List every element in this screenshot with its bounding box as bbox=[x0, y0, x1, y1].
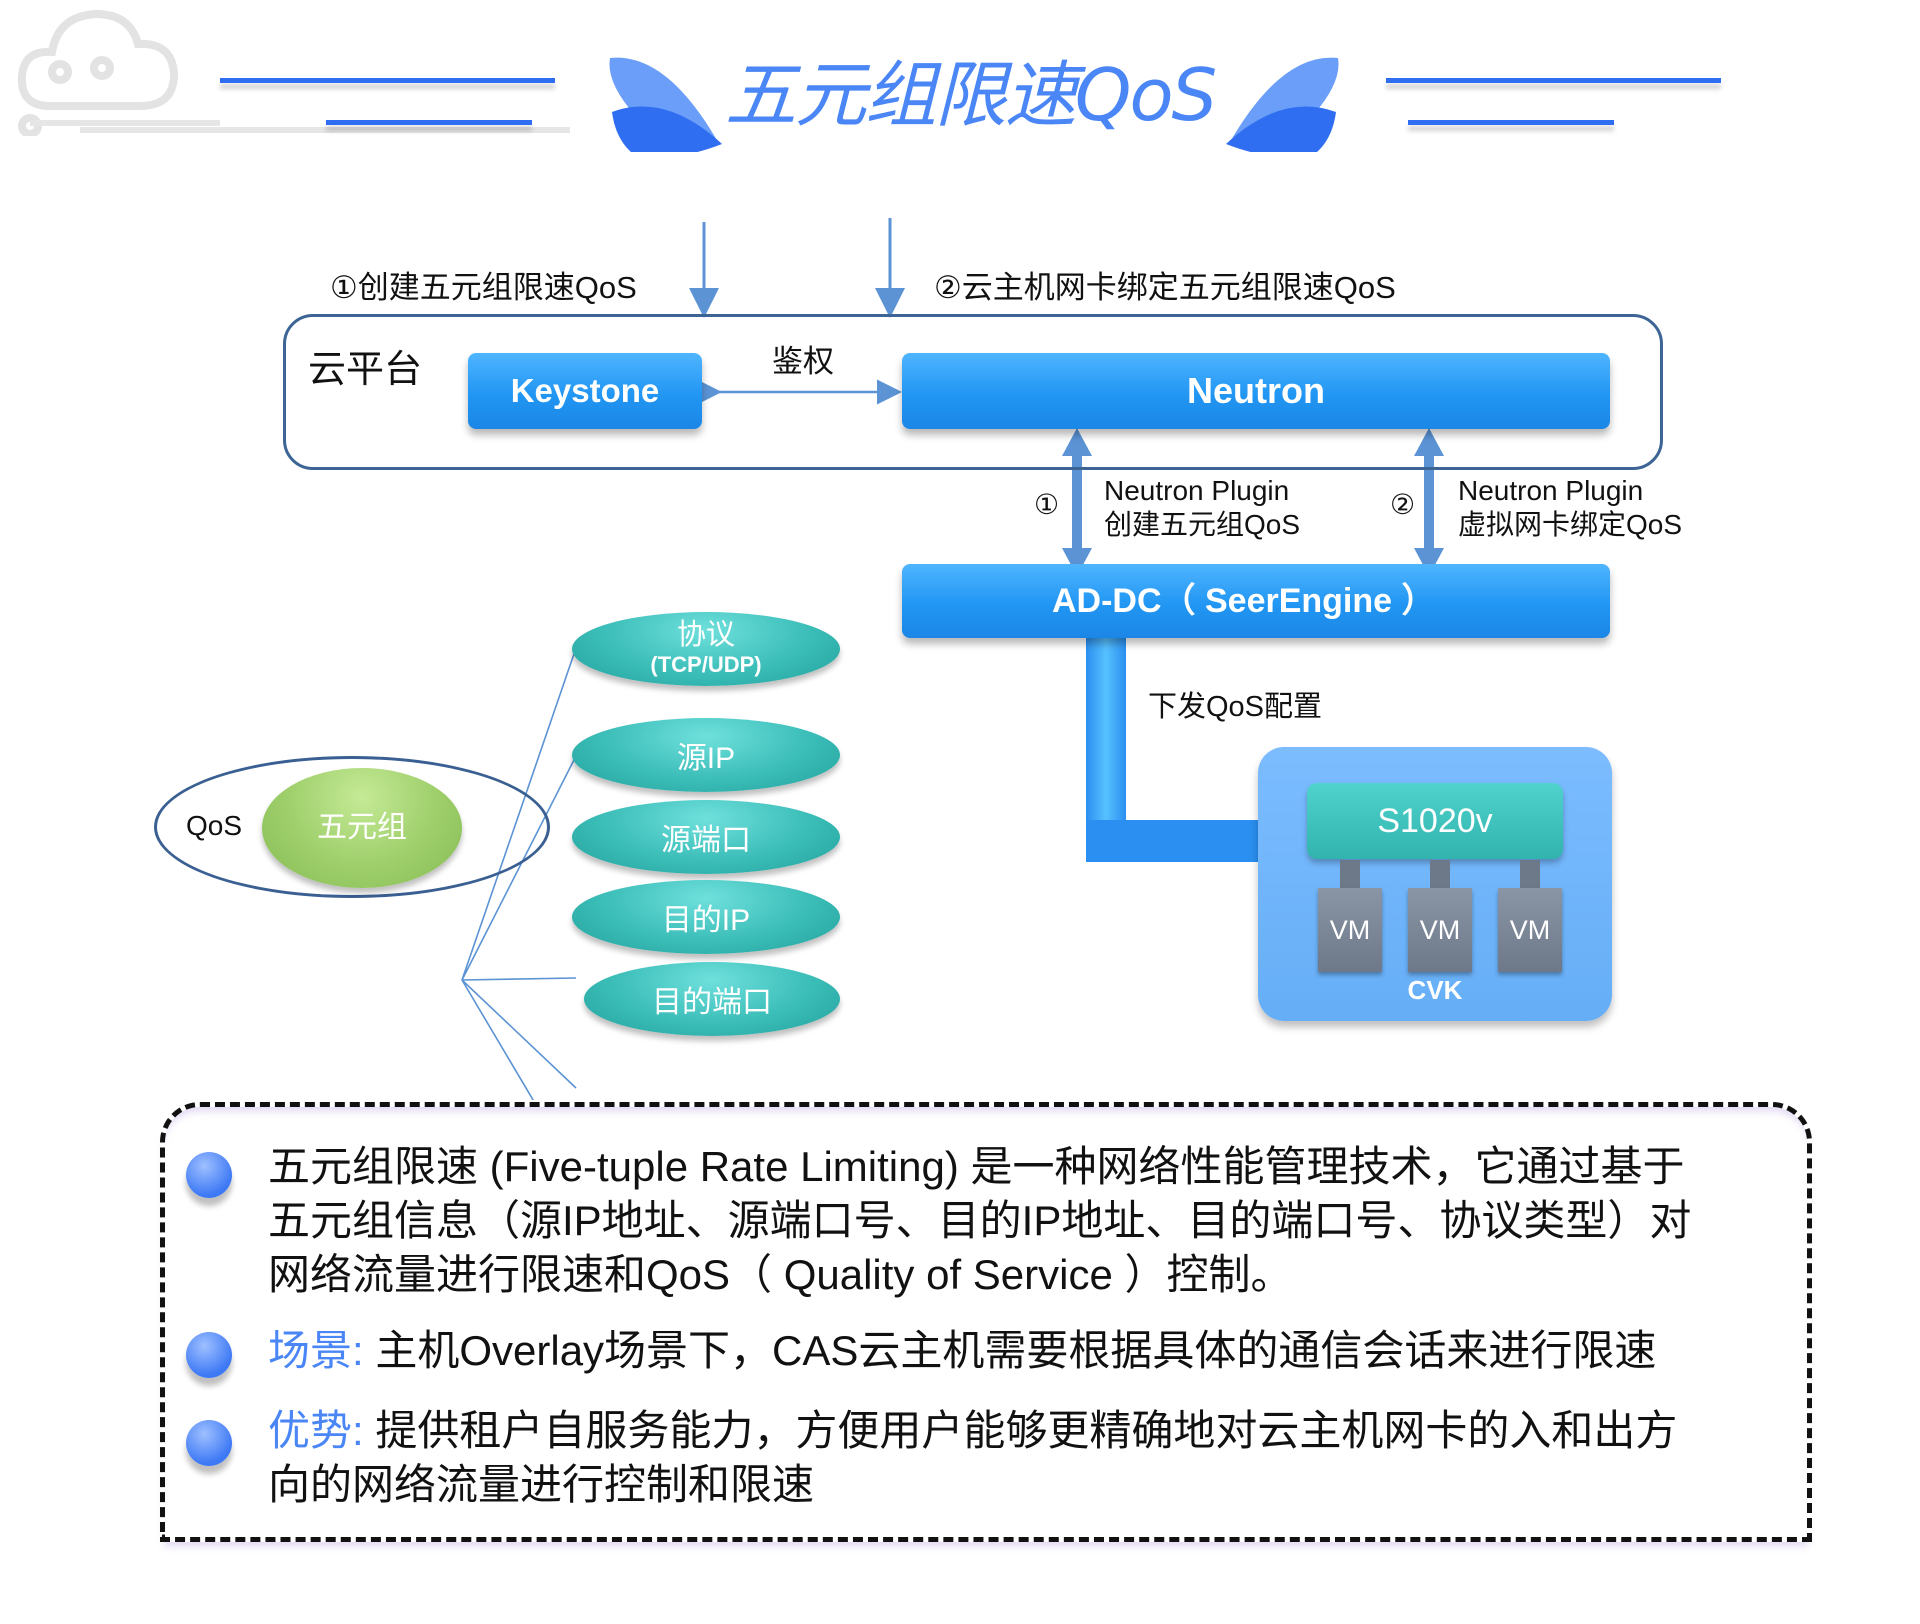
vm-node[interactable]: VM bbox=[1408, 888, 1472, 972]
tuple-item-label: 源IP bbox=[676, 742, 736, 775]
vm-link bbox=[1520, 860, 1540, 892]
plugin1-double-arrow bbox=[1062, 428, 1092, 576]
tuple-item-label: 协议 bbox=[676, 619, 735, 651]
deliver-label: 下发QoS配置 bbox=[1148, 691, 1323, 723]
bullet-icon bbox=[186, 1420, 232, 1466]
platform-label: 云平台 bbox=[308, 349, 423, 391]
tuple-item-dst-ip: 目的IP bbox=[572, 880, 840, 954]
advantage-line: 提供租户自服务能力，方便用户能够更精确地对云主机网卡的入和出方 bbox=[375, 1407, 1678, 1454]
step2-label: ②云主机网卡绑定五元组限速QoS bbox=[934, 270, 1396, 305]
tuple-item-src-ip: 源IP bbox=[572, 718, 840, 792]
advantage-line: 向的网络流量进行控制和限速 bbox=[268, 1461, 815, 1508]
intro-line: 五元组信息（源IP地址、源端口号、目的IP地址、目的端口号、协议类型）对 bbox=[268, 1197, 1692, 1244]
five-tuple-node: 五元组 bbox=[262, 768, 462, 888]
tuple-item-protocol: 协议 (TCP/UDP) bbox=[572, 612, 840, 686]
vm-link bbox=[1340, 860, 1360, 892]
advantage-paragraph: 优势: 提供租户自服务能力，方便用户能够更精确地对云主机网卡的入和出方 向的网络… bbox=[268, 1404, 1677, 1512]
header-rule bbox=[1386, 78, 1721, 83]
vm-node[interactable]: VM bbox=[1498, 888, 1562, 972]
qos-ellipse bbox=[154, 756, 550, 898]
step1-label: ①创建五元组限速QoS bbox=[330, 270, 637, 305]
plugin2-line1: Neutron Plugin bbox=[1458, 475, 1644, 506]
decor-line bbox=[80, 127, 570, 133]
s1020v-switch[interactable]: S1020v bbox=[1307, 783, 1563, 859]
vm-link bbox=[1430, 860, 1450, 892]
vm-node[interactable]: VM bbox=[1318, 888, 1382, 972]
header-rule bbox=[1408, 120, 1614, 125]
tuple-item-label: 目的端口 bbox=[652, 986, 772, 1019]
flow-connectors bbox=[461, 218, 1444, 1100]
auth-label: 鉴权 bbox=[772, 344, 834, 379]
header-rule bbox=[326, 120, 532, 125]
notes-box bbox=[160, 1102, 1812, 1542]
bullet-icon bbox=[186, 1332, 232, 1378]
header-rule bbox=[220, 78, 555, 83]
scenario-text: 主机Overlay场景下，CAS云主机需要根据具体的通信会话来进行限速 bbox=[375, 1327, 1657, 1374]
neutron-node[interactable]: Neutron bbox=[902, 353, 1610, 429]
scenario-label: 场景: bbox=[268, 1327, 364, 1374]
tuple-item-src-port: 源端口 bbox=[572, 800, 840, 874]
plugin2-double-arrow bbox=[1414, 428, 1444, 576]
decor-line bbox=[30, 120, 220, 126]
leaf-wing-icon bbox=[609, 57, 722, 152]
tuple-item-label: 目的IP bbox=[661, 904, 751, 937]
plugin2-number: ② bbox=[1390, 489, 1416, 520]
bullet-icon bbox=[186, 1152, 232, 1198]
page-title: 五元组限速QoS bbox=[724, 53, 1217, 137]
cloud-network-icon bbox=[17, 9, 179, 136]
tuple-item-dst-port: 目的端口 bbox=[584, 962, 840, 1036]
intro-line: 五元组限速 (Five-tuple Rate Limiting) 是一种网络性能… bbox=[268, 1143, 1685, 1190]
keystone-node[interactable]: Keystone bbox=[468, 353, 702, 429]
plugin2-line2: 虚拟网卡绑定QoS bbox=[1458, 509, 1683, 540]
cloud-platform-container bbox=[283, 314, 1663, 470]
plugin1-line1: Neutron Plugin bbox=[1104, 475, 1290, 506]
cvk-label: CVK bbox=[1407, 975, 1463, 1005]
leaf-wing-icon bbox=[1226, 57, 1339, 152]
plugin1-line2: 创建五元组QoS bbox=[1104, 509, 1301, 540]
advantage-label: 优势: bbox=[268, 1407, 364, 1454]
qos-label: QoS bbox=[186, 810, 243, 841]
scenario-paragraph: 场景: 主机Overlay场景下，CAS云主机需要根据具体的通信会话来进行限速 bbox=[268, 1324, 1656, 1378]
tuple-item-sublabel: (TCP/UDP) bbox=[650, 652, 762, 677]
plugin1-number: ① bbox=[1034, 489, 1060, 520]
tuple-item-label: 源端口 bbox=[661, 824, 751, 857]
addc-node[interactable]: AD-DC（ SeerEngine ） bbox=[902, 564, 1610, 638]
intro-paragraph: 五元组限速 (Five-tuple Rate Limiting) 是一种网络性能… bbox=[268, 1140, 1691, 1302]
intro-line: 网络流量进行限速和QoS（ Quality of Service ）控制。 bbox=[268, 1251, 1293, 1298]
